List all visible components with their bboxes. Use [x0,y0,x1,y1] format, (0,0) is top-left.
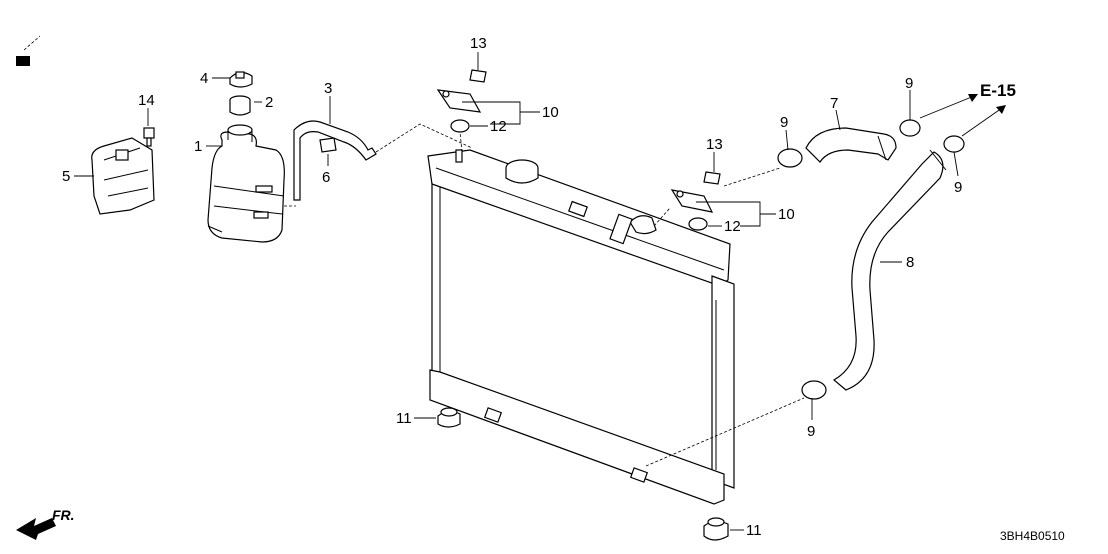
callout-3: 3 [324,80,332,97]
callout-9c: 9 [954,179,962,196]
callout-12b: 12 [724,218,741,235]
callout-5: 5 [62,168,70,185]
lower-radiator-hose [832,149,947,391]
callout-14: 14 [138,92,155,109]
callout-9b: 9 [905,75,913,92]
callout-6: 6 [322,169,330,186]
corner-mark-icon [16,35,41,66]
middle-bracket [670,171,721,231]
front-marker-label: FR. [52,507,75,523]
upper-radiator-hose [805,127,897,163]
callout-13a: 13 [470,35,487,52]
leader-lines [74,52,1006,531]
reserve-tank [207,124,285,243]
callout-9a: 9 [780,114,788,131]
callout-10b: 10 [778,206,795,223]
callout-10a: 10 [542,104,559,121]
callout-9d: 9 [807,423,815,440]
upper-bracket [436,69,487,133]
callout-8: 8 [906,254,914,271]
callout-4: 4 [200,70,208,87]
hose-clip [319,137,337,153]
callout-1: 1 [194,138,202,155]
callout-11b: 11 [746,522,762,539]
front-arrow-icon [16,518,56,540]
clip [229,71,253,88]
callout-12a: 12 [490,118,507,135]
callout-7: 7 [830,95,838,112]
callout-11a: 11 [396,410,412,427]
callout-13b: 13 [706,136,723,153]
rubber-mount [437,407,729,541]
overflow-hose [293,120,473,201]
tank-cap [229,95,251,116]
radiator [427,149,735,505]
callout-2: 2 [265,94,273,111]
mounting-bracket [91,137,155,215]
reference-e15[interactable]: E-15 [980,81,1016,100]
bolt [143,127,155,147]
diagram-code: 3BH4B0510 [1000,529,1065,543]
